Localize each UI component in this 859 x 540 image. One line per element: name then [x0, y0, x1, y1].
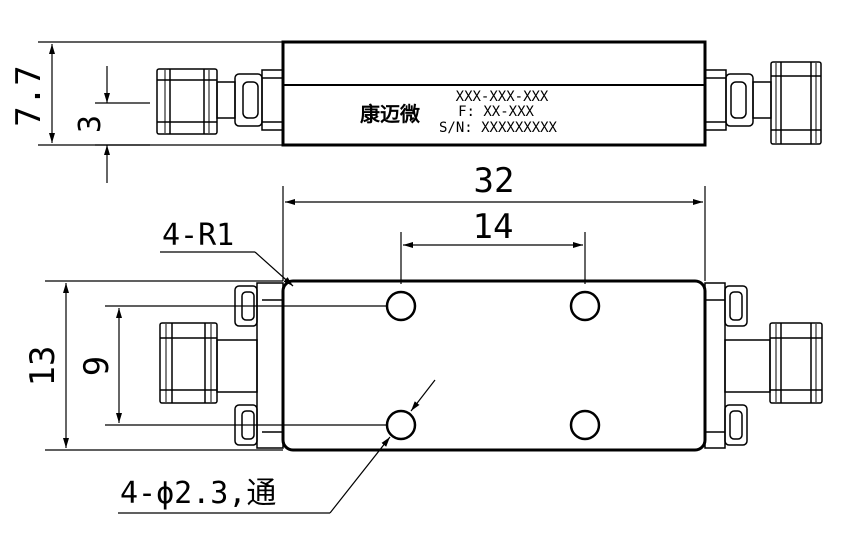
bottom-right-connector — [704, 282, 823, 449]
mount-hole-bottom-left — [385, 409, 417, 441]
bottom-left-connector — [159, 282, 284, 449]
hole-callout: 4-ϕ2.3,通 — [120, 476, 276, 511]
top-left-connector — [156, 68, 284, 135]
top-view-text: 7.7 3 康迈微 XXX-XXX-XXX F: XX-XXX S/N: XXX… — [9, 65, 558, 136]
corner-radius-label: 4-R1 — [162, 218, 234, 253]
brand-label: 康迈微 — [360, 102, 420, 126]
mount-hole-top-left — [385, 290, 417, 322]
dim-width-13: 13 — [23, 346, 63, 387]
dim-hole-spacing-9: 9 — [77, 356, 117, 376]
dim-inner-3: 3 — [73, 115, 108, 133]
bottom-view — [45, 186, 823, 514]
top-right-connector — [704, 61, 822, 145]
dim-length-32: 32 — [474, 161, 515, 201]
bottom-view-text: 32 14 13 9 4-R1 4-ϕ2.3,通 — [23, 161, 514, 511]
plate-serial: S/N: XXXXXXXXX — [439, 120, 558, 136]
dim-height-7-7: 7.7 — [9, 65, 49, 126]
mount-hole-bottom-right — [569, 409, 601, 441]
plate-frequency: F: XX-XXX — [458, 104, 534, 120]
top-view — [38, 40, 822, 183]
plate-model: XXX-XXX-XXX — [456, 89, 549, 105]
dim-hole-spacing-14: 14 — [473, 207, 514, 247]
mount-hole-top-right — [569, 290, 601, 322]
